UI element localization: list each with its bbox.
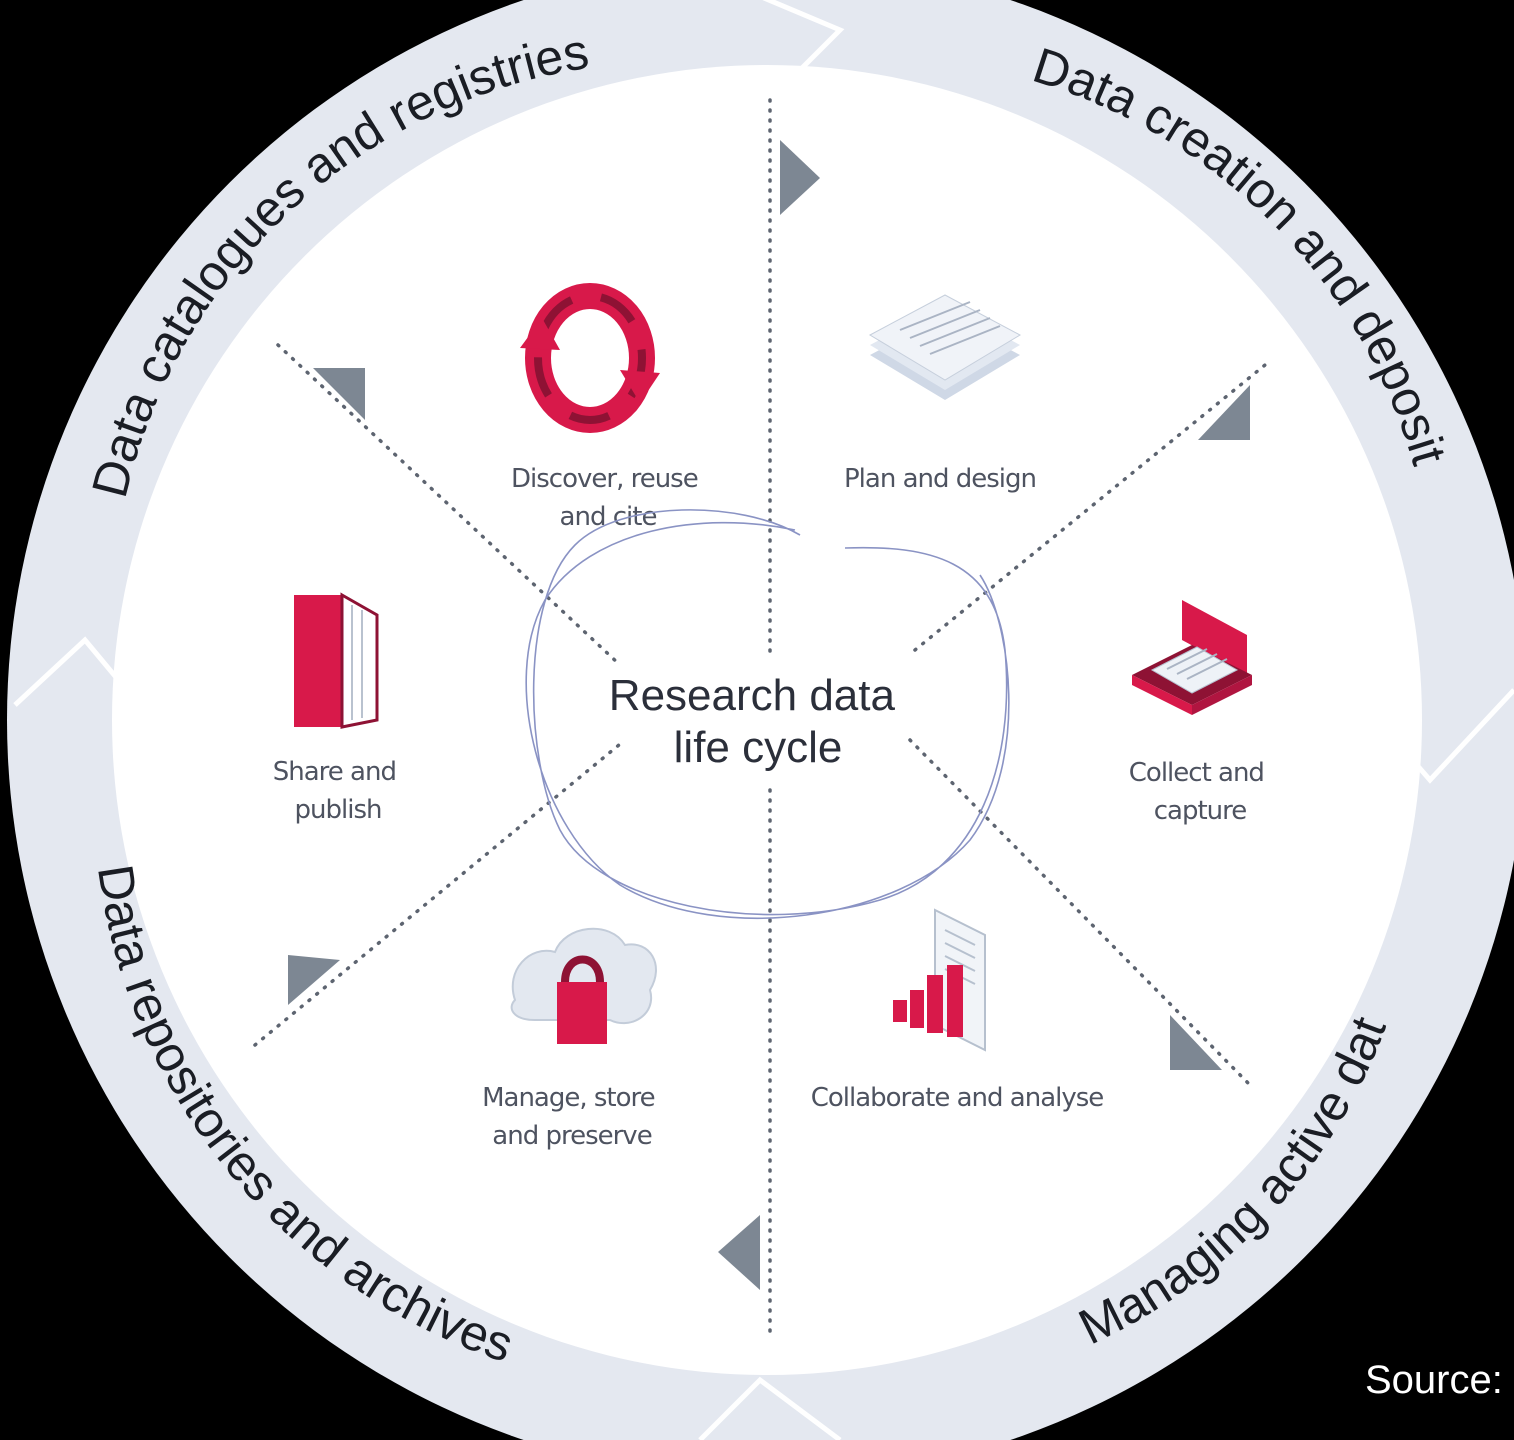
open-briefcase-icon: [1132, 600, 1252, 715]
divider-lines: [253, 98, 1267, 1337]
stage-label-discover: Discover, reuse and cite: [511, 464, 705, 532]
hand-drawn-circle: [525, 509, 1010, 920]
arrow-triangle: [718, 1215, 760, 1290]
stage-label-collect: Collect and capture: [1129, 758, 1271, 826]
arrow-triangle: [780, 140, 820, 215]
inner-disk: [112, 65, 1422, 1375]
cloud-lock-icon: [510, 927, 657, 1044]
book-icon: [294, 592, 379, 729]
arrow-triangle: [313, 368, 365, 420]
center-title: Research data life cycle: [609, 671, 907, 772]
circular-arrows-icon: [520, 283, 660, 433]
stage-label-analyse: Collaborate and analyse: [811, 1083, 1104, 1113]
bar-chart-document-icon: [893, 908, 986, 1052]
arrow-triangle: [288, 955, 340, 1005]
direction-arrows: [288, 140, 1250, 1290]
stage-label-plan: Plan and design: [844, 464, 1036, 494]
arrow-triangle: [1170, 1015, 1222, 1070]
arrow-triangle: [1198, 385, 1250, 440]
stage-label-share: Share and publish: [273, 757, 403, 825]
source-label: Source:: [1365, 1358, 1503, 1402]
document-stack-icon: [868, 294, 1022, 400]
stage-label-manage: Manage, store and preserve: [482, 1083, 662, 1151]
